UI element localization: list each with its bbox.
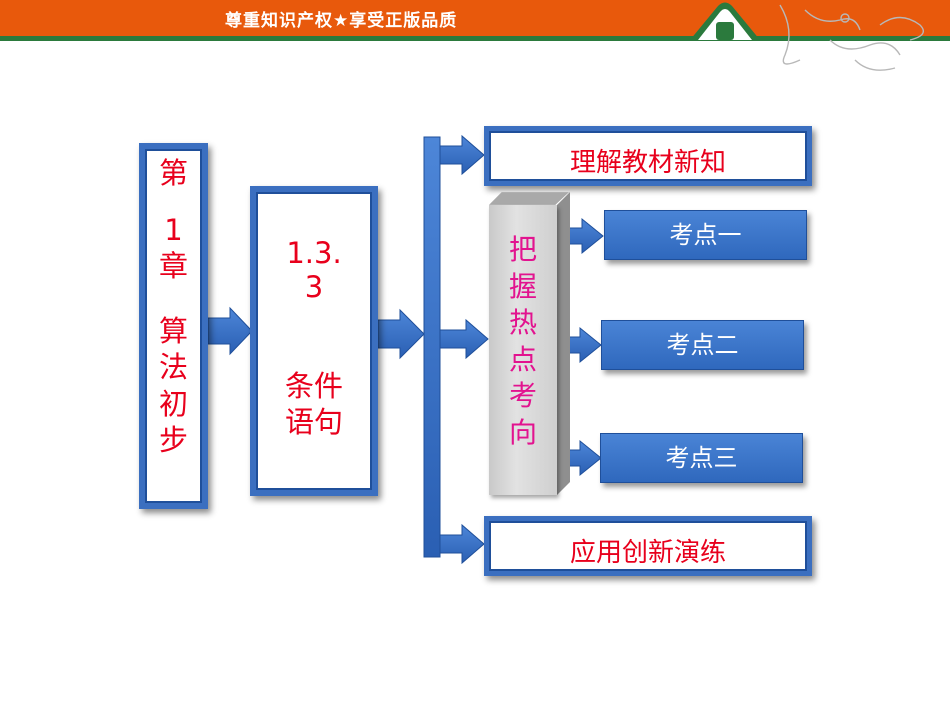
hotspot-char: 握	[508, 269, 537, 303]
chapter-title: 第 1 章 算 法 初 步	[145, 155, 202, 459]
banner-underline	[0, 36, 950, 41]
section-title-line1: 条件	[284, 369, 343, 403]
house-logo-icon	[690, 2, 760, 40]
chapter-char: 算	[158, 313, 188, 348]
hotspot-char: 向	[508, 415, 537, 449]
flourish-decoration-icon	[779, 4, 924, 71]
hotspot-box-side	[557, 192, 570, 495]
hotspot-char: 热	[508, 306, 537, 339]
section-number: 1.3. 3	[256, 236, 372, 304]
apply-box[interactable]: 应用创新演练	[484, 516, 812, 576]
chapter-char: 法	[158, 350, 188, 384]
hotspot-char: 把	[508, 233, 537, 266]
understand-label: 理解教材新知	[569, 148, 726, 178]
top-banner	[0, 0, 950, 38]
chapter-char: 初	[158, 386, 188, 421]
hotspot-char: 点	[508, 342, 537, 376]
hotspot-box[interactable]	[489, 205, 557, 495]
hotspot-box-top	[489, 192, 569, 205]
section-number-line1: 1.3.	[286, 236, 342, 270]
section-title: 条件 语句	[256, 368, 372, 440]
chapter-char: 章	[158, 249, 188, 283]
chapter-char: 1	[164, 212, 183, 247]
chapter-char: 步	[158, 423, 188, 457]
section-title-line2: 语句	[284, 405, 343, 439]
point-two-label: 考点二	[666, 331, 739, 359]
point-one-label: 考点一	[669, 221, 742, 249]
chapter-frame: 第 1 章 算 法 初 步	[139, 143, 208, 509]
hotspot-char: 考	[508, 379, 537, 412]
point-three-button[interactable]: 考点三	[600, 433, 803, 483]
point-one-button[interactable]: 考点一	[604, 210, 807, 260]
point-three-label: 考点三	[665, 444, 738, 472]
hotspot-label: 把 握 热 点 考 向	[489, 232, 557, 451]
banner-slogan: 尊重知识产权★享受正版品质	[225, 11, 458, 31]
understand-box[interactable]: 理解教材新知	[484, 126, 812, 186]
section-number-line2: 3	[304, 270, 324, 304]
section-frame: 1.3. 3 条件 语句	[250, 186, 378, 496]
point-two-button[interactable]: 考点二	[601, 320, 804, 370]
apply-label: 应用创新演练	[569, 538, 726, 568]
chapter-char: 第	[158, 156, 188, 190]
